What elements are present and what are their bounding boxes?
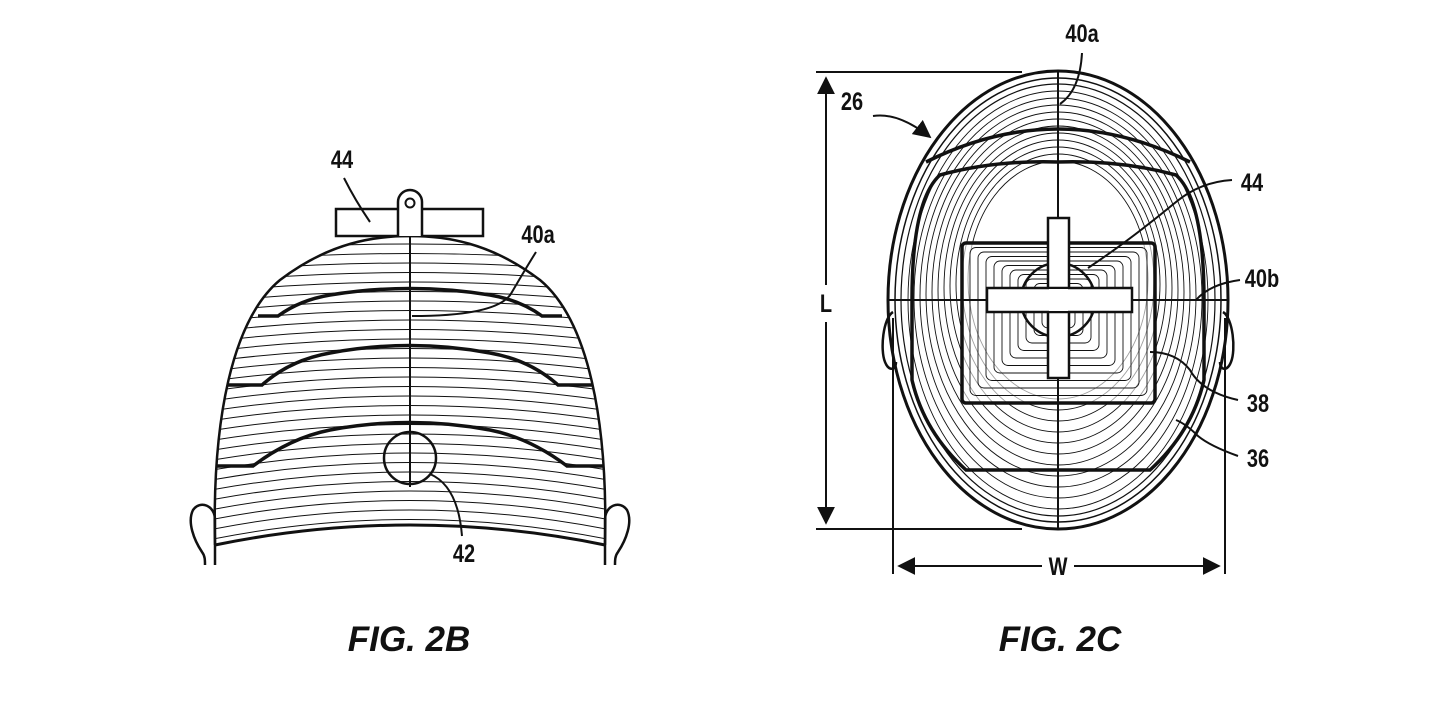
fig2c-caption: FIG. 2C — [999, 620, 1122, 659]
fig2c-leader-36 — [1175, 419, 1239, 457]
fig2c-mount-bar-vertical-cover — [1049, 289, 1068, 311]
fig2b-leader-42 — [429, 473, 463, 537]
fig2b-contour-line — [214, 519, 606, 545]
fig2c-dim-label-L: L — [820, 290, 832, 318]
fig2c-label-36: 36 — [1247, 445, 1269, 473]
fig2c-label-26: 26 — [841, 88, 863, 116]
fig2c-leader-44 — [1087, 179, 1233, 269]
figure-2c: 40a 26 44 40b 38 36 L W FIG. 2C — [816, 20, 1279, 659]
fig2b-sensor-42 — [382, 430, 438, 486]
fig2c-leader-26 — [872, 114, 932, 139]
fig2c-leader-40a — [1059, 52, 1083, 105]
fig2c-label-38: 38 — [1247, 390, 1269, 418]
fig2c-left-ear — [881, 310, 898, 370]
fig2b-leader-40a — [411, 251, 537, 317]
fig2b-mount-loop-hole — [404, 197, 416, 209]
fig2c-dim-label-W: W — [1049, 553, 1068, 581]
fig2b-label-44: 44 — [331, 146, 354, 174]
fig2b-right-ear — [603, 503, 631, 566]
fig2c-right-ear — [1218, 310, 1235, 370]
fig2b-contour-line — [214, 490, 606, 524]
fig2b-contour-line — [214, 500, 606, 534]
fig2b-leader-44 — [343, 177, 371, 223]
fig2b-label-42: 42 — [453, 540, 475, 568]
fig2c-label-40b: 40b — [1245, 265, 1279, 293]
fig2b-bottom-edge — [214, 523, 606, 547]
fig2c-leader-38 — [1149, 351, 1239, 401]
fig2b-caption: FIG. 2B — [348, 620, 471, 659]
fig2b-contour-line — [214, 509, 606, 544]
fig2b-contour-line — [150, 548, 670, 584]
fig2b-left-ear — [189, 503, 217, 566]
fig2b-label-40a: 40a — [521, 221, 555, 249]
fig2b-mount-loop — [396, 188, 424, 236]
fig2c-label-44: 44 — [1241, 169, 1264, 197]
fig2b-contour-line — [214, 528, 606, 545]
figure-2b: 44 40a 42 FIG. 2B — [150, 146, 670, 659]
fig2c-leader-40b — [1195, 279, 1241, 301]
fig2c-label-40a: 40a — [1065, 20, 1099, 48]
